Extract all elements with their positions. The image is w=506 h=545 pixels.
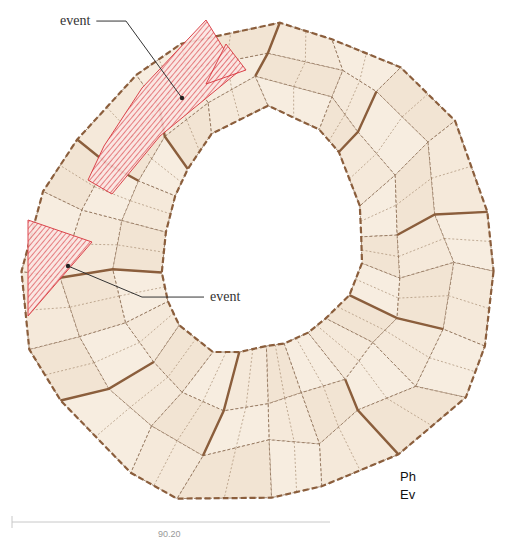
mesh-subdivision	[119, 287, 165, 296]
leader-dot	[180, 96, 184, 100]
mesh-subdivision	[296, 338, 323, 386]
mesh-subdivision	[168, 339, 196, 378]
mesh-cell	[435, 212, 494, 271]
mesh-subdivision	[402, 94, 428, 117]
mesh-subdivision	[361, 205, 397, 221]
leader-line	[96, 21, 182, 98]
fracture-line	[255, 23, 280, 76]
mesh-subdivision	[285, 398, 295, 442]
mesh-cell	[268, 393, 319, 444]
mesh-subdivision	[360, 53, 367, 81]
mesh-cell	[61, 389, 152, 473]
mesh-subdivision	[293, 87, 294, 118]
callout-label: event	[208, 289, 242, 305]
event-region	[206, 44, 246, 84]
mesh-subdivision	[45, 363, 94, 375]
mesh-subdivision	[329, 114, 345, 140]
mesh-subdivision	[429, 358, 475, 372]
mesh-subdivision	[362, 250, 399, 257]
fracture-line	[397, 212, 487, 235]
mesh-subdivision	[186, 120, 199, 152]
mesh-subdivision	[60, 165, 94, 186]
legend-text: Ph	[398, 470, 418, 485]
mesh-subdivision	[117, 245, 164, 252]
mesh-subdivision	[323, 386, 338, 427]
mesh-subdivision	[152, 159, 182, 183]
fracture-line	[60, 269, 162, 277]
dimension-value: 90.20	[156, 529, 183, 539]
mesh-subdivision	[224, 448, 236, 498]
mesh-subdivision	[130, 377, 168, 407]
mesh-subdivision	[444, 238, 490, 241]
mesh-subdivision	[339, 427, 361, 470]
mesh-subdivision	[377, 117, 403, 154]
event-region	[88, 20, 238, 194]
mesh-subdivision	[236, 407, 246, 448]
mesh-subdivision	[275, 345, 284, 398]
mesh-subdivision	[294, 442, 296, 492]
mesh-subdivision	[96, 407, 130, 436]
mesh-subdivision	[94, 342, 140, 362]
ring-boundary	[21, 23, 493, 499]
mesh-subdivision	[232, 89, 240, 119]
ring-boundary	[162, 106, 362, 352]
mesh-subdivision	[154, 441, 177, 486]
scale-bar	[12, 522, 330, 523]
mesh-subdivision	[338, 307, 385, 331]
mesh-subdivision	[70, 296, 119, 307]
legend-text: Ev	[398, 488, 417, 503]
mesh-subdivision	[203, 352, 226, 402]
mesh-subdivision	[317, 326, 359, 361]
mesh-cell	[416, 329, 485, 397]
scale-tick	[12, 516, 13, 528]
mesh-subdivision	[396, 178, 431, 205]
mesh-subdivision	[398, 296, 448, 298]
mesh-subdivision	[349, 154, 376, 179]
mesh-subdivision	[140, 313, 174, 342]
mesh-subdivision	[431, 166, 471, 178]
mesh-subdivision	[385, 330, 430, 357]
mesh-subdivision	[449, 296, 490, 309]
mesh-subdivision	[356, 279, 399, 298]
fracture-line	[345, 379, 398, 454]
mesh-subdivision	[345, 81, 360, 115]
callout-label: event	[58, 13, 92, 29]
mesh-subdivision	[305, 31, 307, 62]
leader-line	[68, 266, 204, 297]
mesh-subdivision	[294, 62, 306, 87]
mesh-cell	[319, 410, 398, 486]
mesh-subdivision	[387, 398, 432, 426]
mesh-subdivision	[177, 402, 203, 441]
fracture-line	[349, 295, 443, 329]
event-region	[28, 220, 92, 316]
fracture-line	[61, 362, 154, 400]
fracture-line	[203, 352, 239, 456]
mesh-cell	[428, 121, 487, 215]
mesh-subdivision	[246, 349, 253, 407]
fracture-line	[339, 91, 377, 152]
mesh-subdivision	[398, 238, 444, 256]
mesh-cell	[360, 175, 397, 237]
leader-dot	[66, 264, 70, 268]
mesh-subdivision	[359, 361, 387, 398]
mesh-subdivision	[130, 201, 170, 214]
mesh-cell	[361, 235, 400, 278]
